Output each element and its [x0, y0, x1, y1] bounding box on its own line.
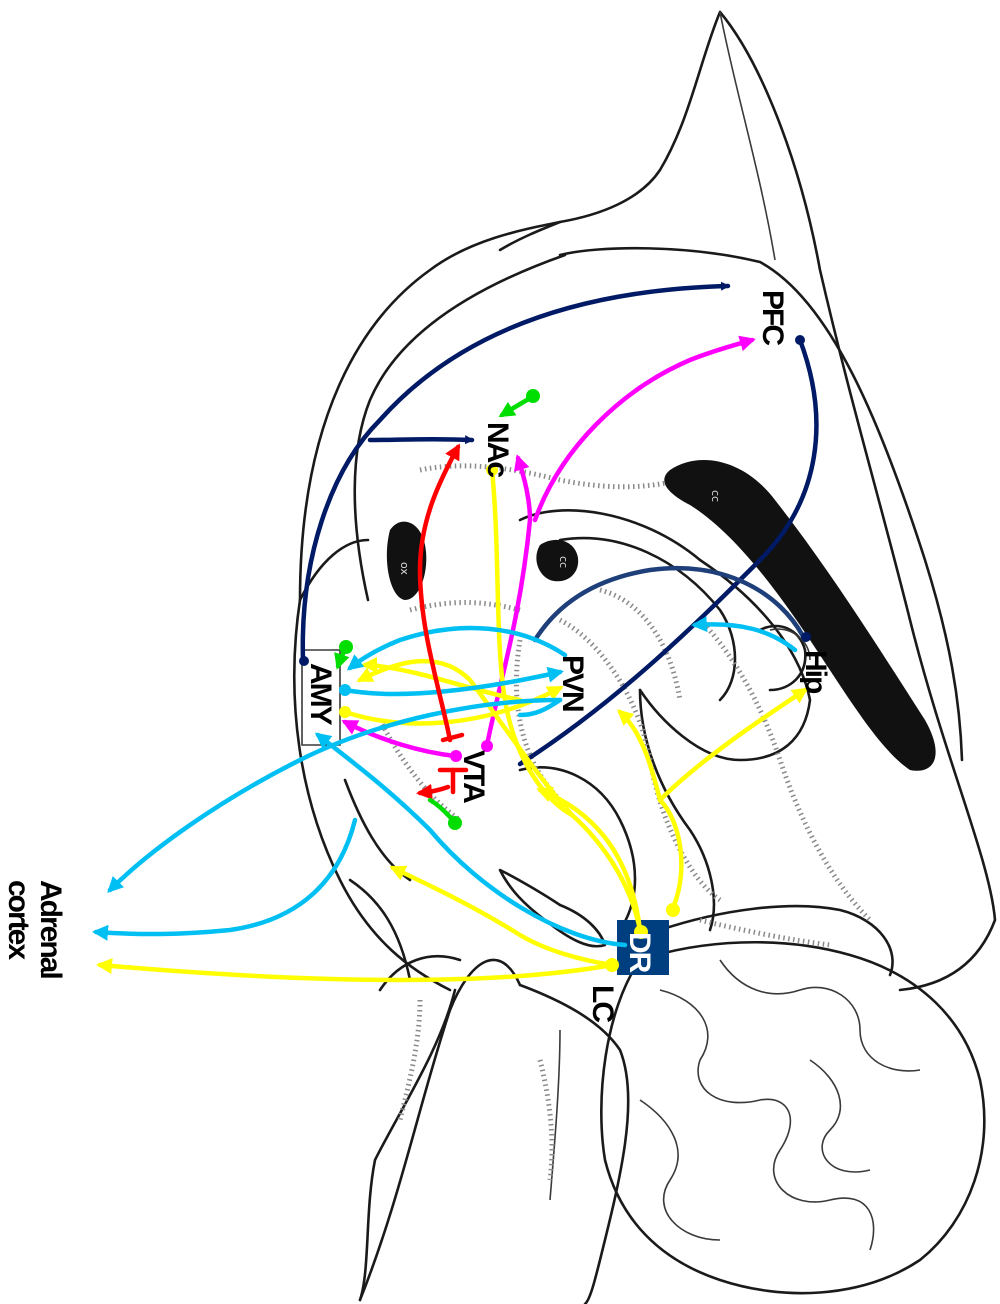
brain-outline	[294, 12, 995, 1304]
lc-to-brainstem-arrow	[393, 868, 612, 965]
label-pfc: PFC	[756, 290, 789, 345]
vta-to-amy-arrow	[345, 722, 455, 756]
dr-to-vta-arrow	[540, 790, 640, 930]
hip-terminal	[801, 632, 811, 642]
cc-mark-mid: cc	[557, 556, 570, 568]
lc-terminal-2	[666, 903, 680, 917]
amy-to-adrenal-arrow	[96, 820, 355, 934]
amy-to-nac-arrow	[370, 439, 472, 440]
cc-mark-top: cc	[709, 490, 722, 502]
amy-cyan-terminal	[339, 684, 351, 696]
region-labels: PFC NAc AMY PVN VTA Hip DR LC Adrenal co…	[2, 290, 832, 1022]
lc-terminal	[605, 958, 619, 972]
label-hip: Hip	[799, 650, 832, 694]
green-terminal-nac	[526, 389, 540, 403]
lc-to-hip-arrow	[660, 690, 805, 910]
red-inhibit-bar-1	[443, 735, 462, 740]
amy-to-pfc-arrow	[303, 286, 728, 660]
label-vta: VTA	[457, 750, 490, 803]
label-nac: NAc	[481, 422, 514, 477]
label-amy: AMY	[304, 663, 337, 726]
green-terminal-amy	[339, 640, 353, 654]
amy-yellow-terminal	[339, 706, 351, 718]
gaba-projections	[420, 447, 466, 793]
ox-mark: ox	[398, 562, 411, 575]
label-adrenal-line2: cortex	[2, 880, 35, 960]
pfc-terminal	[795, 335, 805, 345]
crf-projections	[96, 624, 795, 945]
green-terminal-vta	[448, 816, 462, 830]
label-pvn: PVN	[556, 655, 589, 711]
serotonin-projections	[100, 464, 805, 980]
label-lc: LC	[586, 985, 619, 1022]
lc-to-adrenal-arrow	[100, 965, 612, 980]
label-adrenal-line1: Adrenal	[34, 880, 67, 978]
vta-to-nac-red-arrow	[420, 447, 458, 740]
label-dr: DR	[623, 932, 656, 974]
pvn-to-amy-arrow	[350, 628, 565, 668]
